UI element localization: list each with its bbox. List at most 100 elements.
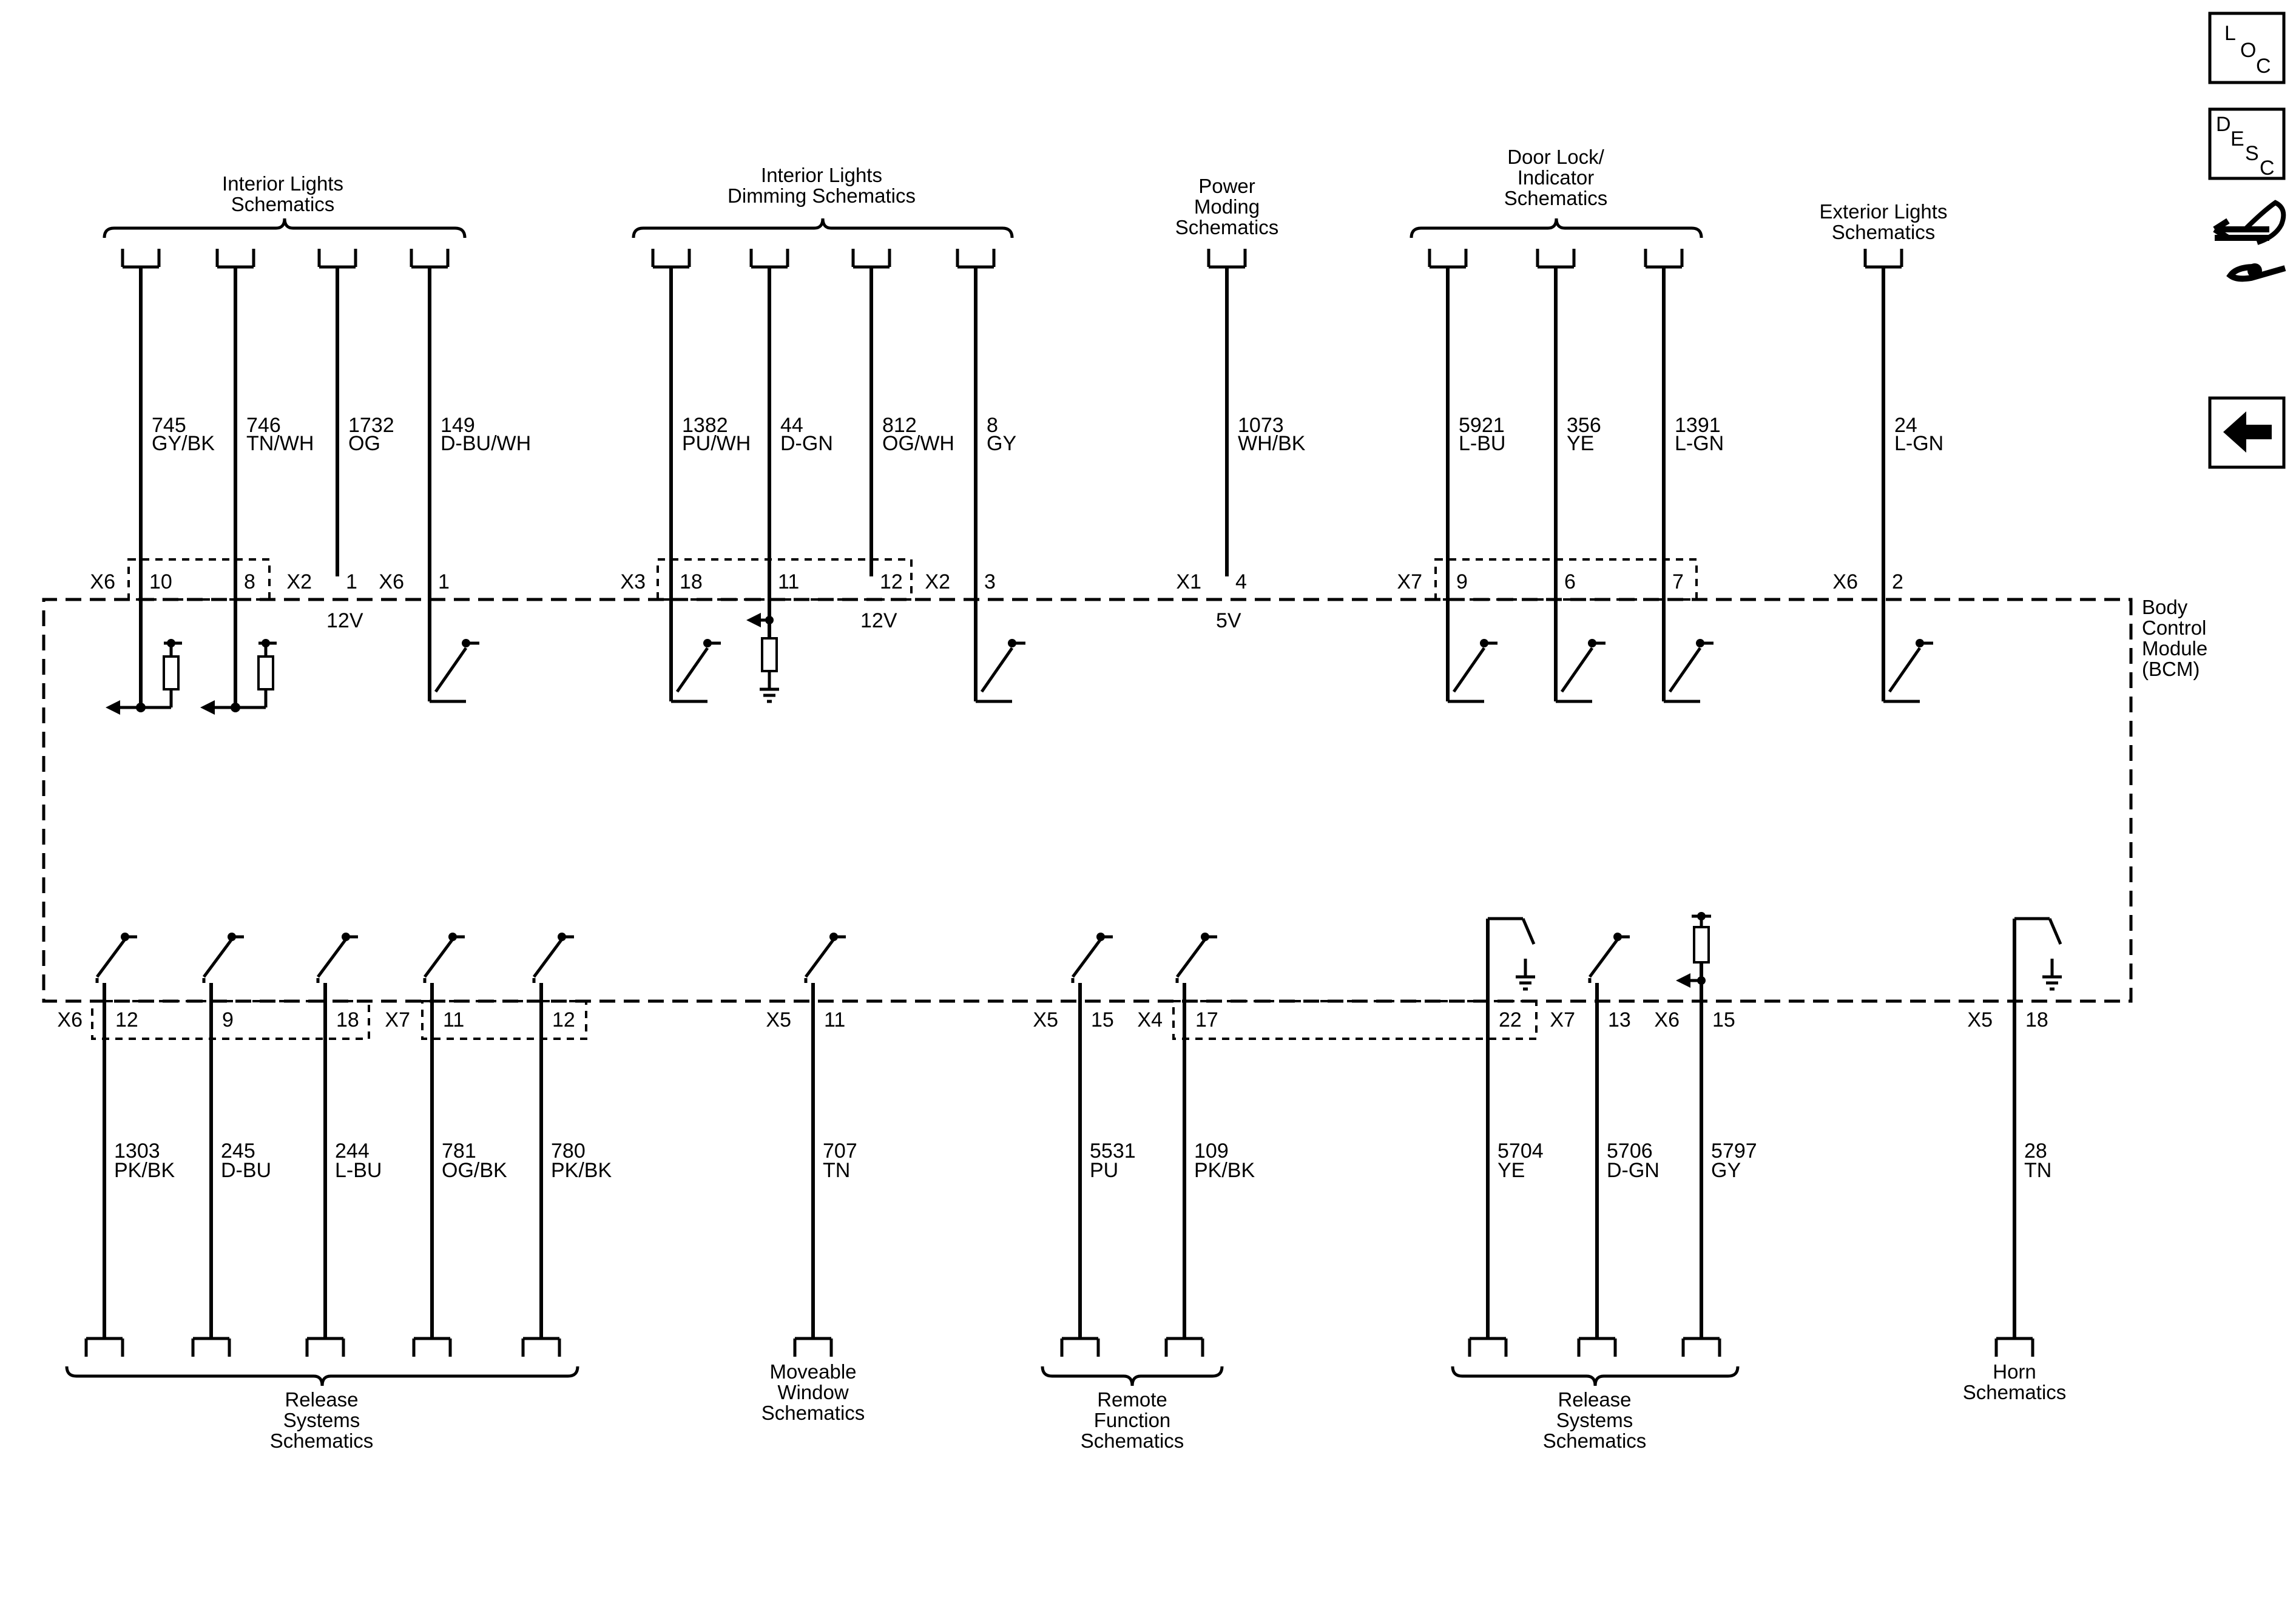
- connector-id: X7: [1397, 570, 1422, 593]
- connector-tool-icon[interactable]: [2213, 200, 2286, 282]
- switch-pivot: [448, 933, 457, 941]
- switch-blade: [1521, 918, 1536, 945]
- connector-id: X6: [1832, 570, 1858, 593]
- pin-number: 6: [1564, 570, 1576, 593]
- wire-color: YE: [1497, 1159, 1525, 1182]
- circuit-number: 746: [246, 414, 281, 437]
- circuit-number: 812: [882, 414, 917, 437]
- wire-color: TN: [823, 1159, 850, 1182]
- group-title-line: Schematics: [1081, 1430, 1184, 1452]
- voltage-label: 12V: [326, 609, 363, 632]
- connector-terminal-icon: [191, 1337, 231, 1357]
- connector-terminal-icon: [851, 249, 891, 269]
- connector-terminal-icon: [84, 1337, 124, 1357]
- group-title-line: Indicator: [1518, 166, 1595, 189]
- wrench-handle: [2226, 264, 2286, 282]
- switch-blade: [1668, 647, 1702, 693]
- wire-color: D-GN: [780, 432, 833, 455]
- desc-letter: E: [2230, 127, 2244, 150]
- connector-terminal-icon: [121, 249, 161, 269]
- circuit-number: 5531: [1090, 1139, 1136, 1163]
- connector-terminal-icon: [1207, 249, 1247, 269]
- switch-blade: [804, 938, 836, 978]
- switch-pivot: [1588, 639, 1596, 647]
- connector-terminal-icon: [1681, 1337, 1721, 1357]
- circuit-number: 149: [441, 414, 475, 437]
- loc-button[interactable]: LOC: [2208, 12, 2286, 84]
- pin-number: 2: [1892, 570, 1903, 593]
- connector-terminal-icon: [1863, 249, 1903, 269]
- module-label-line: Module: [2142, 637, 2207, 660]
- wire-color: TN/WH: [246, 432, 314, 455]
- pin-number: 11: [824, 1008, 845, 1031]
- wire-color: L-BU: [1459, 432, 1505, 455]
- connector-group-box: [127, 558, 271, 601]
- group-title-line: Interior Lights: [761, 164, 882, 186]
- pin-number: 11: [443, 1008, 464, 1031]
- wire-color: PK/BK: [1194, 1159, 1255, 1182]
- wire-color: L-GN: [1894, 432, 1943, 455]
- connector-id: X4: [1137, 1008, 1163, 1031]
- group-title-line: Moding: [1194, 195, 1260, 218]
- group-bracket: [632, 218, 1014, 238]
- pin-number: 9: [222, 1008, 234, 1031]
- bcm-boundary: [42, 598, 2133, 1003]
- connector-terminal-icon: [1644, 249, 1684, 269]
- pin-number: 3: [984, 570, 996, 593]
- loc-letter: C: [2256, 55, 2271, 78]
- wire-color: D-BU: [221, 1159, 271, 1182]
- wire-color: WH/BK: [1238, 432, 1306, 455]
- group-title-line: Schematics: [270, 1430, 374, 1452]
- switch-pivot: [228, 933, 236, 941]
- connector-terminal-icon: [1164, 1337, 1204, 1357]
- wire-color: OG/BK: [442, 1159, 507, 1182]
- supply-dot: [1697, 912, 1706, 920]
- switch-blade: [980, 647, 1014, 693]
- group-title-line: Function: [1094, 1409, 1171, 1431]
- group-title-line: Schematics: [231, 193, 335, 215]
- connector-group-box: [657, 558, 913, 601]
- back-button[interactable]: [2208, 396, 2286, 469]
- connector-id: X6: [379, 570, 404, 593]
- loc-letter: L: [2224, 22, 2236, 45]
- switch-pivot: [1201, 933, 1209, 941]
- circuit-number: 780: [551, 1139, 586, 1163]
- circuit-number: 5706: [1607, 1139, 1653, 1163]
